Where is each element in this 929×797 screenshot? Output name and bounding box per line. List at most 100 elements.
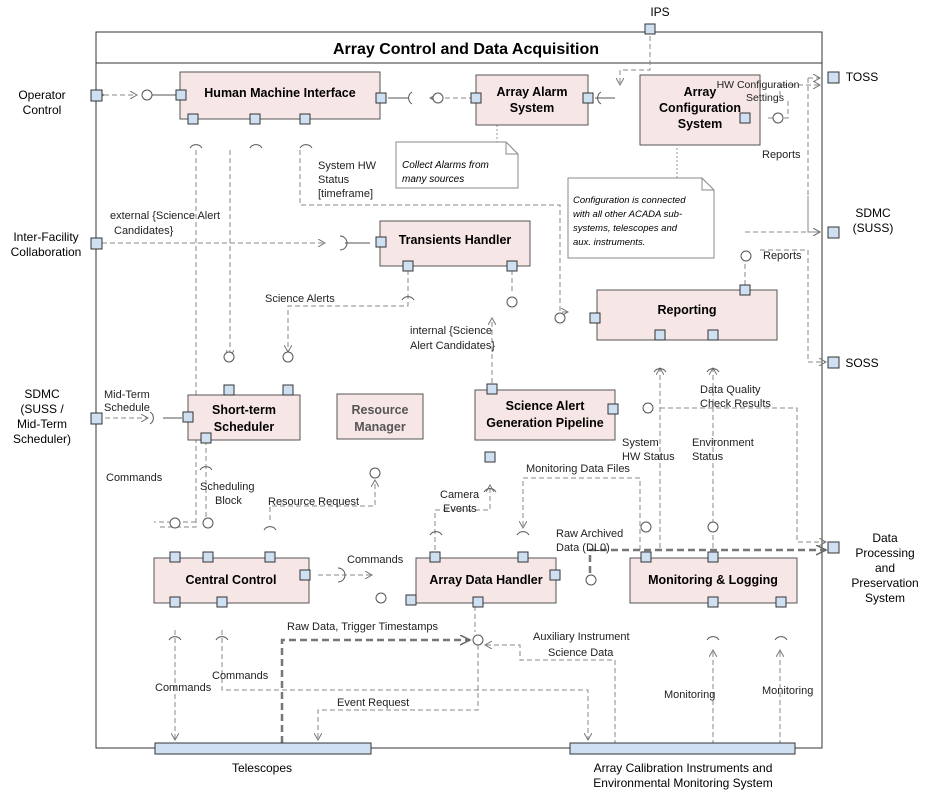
note-alarms-2: many sources xyxy=(402,174,464,185)
lbl-aux-sci-1: Auxiliary Instrument xyxy=(533,631,630,643)
lbl-aux-sci-2: Science Data xyxy=(548,647,614,659)
lbl-int-alert-2: Alert Candidates} xyxy=(410,340,495,352)
component-hmi: Human Machine Interface xyxy=(179,71,381,120)
sag-label-2: Generation Pipeline xyxy=(486,416,603,430)
dpps-label-4: Preservation xyxy=(851,576,918,590)
operator-label-1: Operator xyxy=(18,88,65,102)
lbl-ext-alert-2: Candidates} xyxy=(114,225,174,237)
lbl-hw-config-2: Settings xyxy=(746,92,784,104)
lbl-monitoring-2: Monitoring xyxy=(762,685,813,697)
sdmc-suss-label-1: SDMC xyxy=(855,206,891,220)
sag-label-1: Science Alert xyxy=(506,399,586,413)
transients-label: Transients Handler xyxy=(399,233,512,247)
sdmc-mid-label-3: Mid-Term xyxy=(17,417,67,431)
lbl-int-alert-1: internal {Science xyxy=(410,325,492,337)
hmi-label: Human Machine Interface xyxy=(204,86,355,100)
config-label-3: System xyxy=(678,117,722,131)
alarm-label-1: Array Alarm xyxy=(496,85,567,99)
note-configuration: Configuration is connected with all othe… xyxy=(567,177,715,259)
component-reporting: Reporting xyxy=(596,289,778,341)
component-monitoring-logging: Monitoring & Logging xyxy=(629,557,798,604)
scheduler-label-2: Scheduler xyxy=(214,420,275,434)
note-collect-alarms: Collect Alarms from many sources xyxy=(395,141,519,189)
note-config-2: with all other ACADA sub- xyxy=(573,209,682,220)
scheduler-label-1: Short-term xyxy=(212,403,276,417)
resource-label-1: Resource xyxy=(352,403,409,417)
interfacility-label-2: Collaboration xyxy=(11,245,82,259)
lbl-camera-events-2: Events xyxy=(443,503,477,515)
ips-label: IPS xyxy=(650,5,669,19)
dpps-label-2: Processing xyxy=(855,546,914,560)
lbl-dq-1: Data Quality xyxy=(700,384,761,396)
lbl-commands-mid: Commands xyxy=(347,554,404,566)
lbl-monitoring-1: Monitoring xyxy=(664,689,715,701)
component-resource-manager: Resource Manager xyxy=(336,393,424,440)
telescopes-label: Telescopes xyxy=(232,761,292,775)
toss-label: TOSS xyxy=(846,70,878,84)
interfaces xyxy=(141,89,788,646)
component-alarm-system: Array Alarm System xyxy=(475,74,589,126)
lbl-system-hw-1: System HW xyxy=(318,160,377,172)
note-config-1: Configuration is connected xyxy=(573,195,686,206)
lbl-mid-term-1: Mid-Term xyxy=(104,389,150,401)
sdmc-mid-label-2: (SUSS / xyxy=(20,402,64,416)
lbl-commands-b2: Commands xyxy=(212,670,269,682)
lbl-hw-config-1: HW Configuration xyxy=(717,79,800,91)
note-config-3: systems, telescopes and xyxy=(573,223,678,234)
lbl-system-hw-3: [timeframe] xyxy=(318,188,373,200)
lbl-raw-archived-2: Data (DL0) xyxy=(556,542,610,554)
component-central-control: Central Control xyxy=(153,557,310,604)
interfacility-label-1: Inter-Facility xyxy=(13,230,78,244)
lbl-camera-events-1: Camera xyxy=(440,489,480,501)
reporting-label: Reporting xyxy=(657,303,716,317)
mon-label: Monitoring & Logging xyxy=(648,573,778,587)
lbl-sys-hw2-1: System xyxy=(622,437,659,449)
lbl-commands-b1: Commands xyxy=(155,682,212,694)
page-title: Array Control and Data Acquisition xyxy=(333,41,599,58)
lbl-sched-block-2: Block xyxy=(215,495,242,507)
lbl-env-status-1: Environment xyxy=(692,437,754,449)
lbl-system-hw-2: Status xyxy=(318,174,350,186)
aux-label-2: Environmental Monitoring System xyxy=(593,776,772,790)
dpps-label-1: Data xyxy=(872,531,898,545)
lbl-mid-term-2: Schedule xyxy=(104,402,150,414)
aux-instruments-bar xyxy=(569,742,796,755)
operator-label-2: Control xyxy=(23,103,62,117)
sdmc-mid-label-1: SDMC xyxy=(24,387,60,401)
lbl-reports-2: Reports xyxy=(763,250,802,262)
lbl-dq-2: Check Results xyxy=(700,398,771,410)
lbl-commands-left: Commands xyxy=(106,472,163,484)
lbl-ext-alert-1: external {Science Alert xyxy=(110,210,220,222)
telescopes-bar xyxy=(154,742,372,755)
lbl-env-status-2: Status xyxy=(692,451,724,463)
component-transients-handler: Transients Handler xyxy=(379,220,531,267)
aux-label-1: Array Calibration Instruments and xyxy=(594,761,773,775)
adh-label: Array Data Handler xyxy=(429,573,542,587)
lbl-sys-hw2-2: HW Status xyxy=(622,451,675,463)
alarm-label-2: System xyxy=(510,101,554,115)
lbl-event-req: Event Request xyxy=(337,697,409,709)
sdmc-suss-label-2: (SUSS) xyxy=(853,221,894,235)
note-alarms-1: Collect Alarms from xyxy=(402,160,489,171)
soss-label: SOSS xyxy=(845,356,878,370)
component-configuration-system: Array Configuration System xyxy=(639,74,761,146)
lbl-science-alerts: Science Alerts xyxy=(265,293,335,305)
central-label: Central Control xyxy=(186,573,277,587)
resource-label-2: Manager xyxy=(354,420,406,434)
lbl-resource-req: Resource Request xyxy=(268,496,359,508)
lbl-raw-data: Raw Data, Trigger Timestamps xyxy=(287,621,438,633)
note-config-4: aux. instruments. xyxy=(573,237,645,248)
config-label-2: Configuration xyxy=(659,101,741,115)
dpps-label-5: System xyxy=(865,591,905,605)
component-array-data-handler: Array Data Handler xyxy=(415,557,557,604)
config-label-1: Array xyxy=(684,85,717,99)
lbl-raw-archived-1: Raw Archived xyxy=(556,528,623,540)
component-science-alert-pipeline: Science Alert Generation Pipeline xyxy=(474,389,616,441)
dpps-label-3: and xyxy=(875,561,895,575)
sdmc-mid-label-4: Scheduler) xyxy=(13,432,71,446)
ports xyxy=(90,23,840,608)
lbl-mon-files: Monitoring Data Files xyxy=(526,463,630,475)
lbl-reports-1: Reports xyxy=(762,149,801,161)
lbl-sched-block-1: Scheduling xyxy=(200,481,254,493)
